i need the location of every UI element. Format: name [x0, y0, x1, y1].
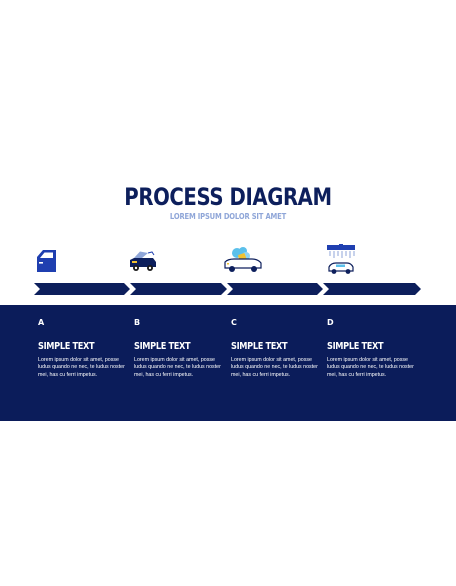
step-heading: SIMPLE TEXT — [231, 341, 288, 352]
step-heading: SIMPLE TEXT — [327, 341, 384, 352]
car-wash-foam-icon — [224, 247, 262, 272]
step-letter: C — [231, 318, 237, 327]
step-body: Lorem ipsum dolor sit amet, posse ludus … — [134, 357, 221, 378]
page-title: PROCESS DIAGRAM — [124, 183, 332, 211]
process-arrows — [34, 283, 421, 295]
step-letter: D — [327, 318, 334, 327]
step-body: Lorem ipsum dolor sit amet, posse ludus … — [231, 357, 318, 378]
car-wash-shower-icon — [327, 244, 355, 274]
step-heading: SIMPLE TEXT — [38, 341, 95, 352]
car-door-icon — [37, 250, 56, 272]
steps-panel: A SIMPLE TEXT Lorem ipsum dolor sit amet… — [0, 305, 456, 421]
step-letter: B — [134, 318, 141, 327]
page-subtitle: LOREM IPSUM DOLOR SIT AMET — [169, 212, 287, 221]
step-body: Lorem ipsum dolor sit amet, posse ludus … — [327, 357, 414, 378]
step-letter: A — [38, 318, 45, 327]
process-arrow-d — [323, 283, 421, 295]
car-hood-open-icon — [130, 251, 156, 271]
step-body: Lorem ipsum dolor sit amet, posse ludus … — [38, 357, 125, 378]
process-arrow-b — [130, 283, 227, 295]
step-heading: SIMPLE TEXT — [134, 341, 191, 352]
process-arrow-a — [34, 283, 130, 295]
process-arrow-c — [227, 283, 323, 295]
